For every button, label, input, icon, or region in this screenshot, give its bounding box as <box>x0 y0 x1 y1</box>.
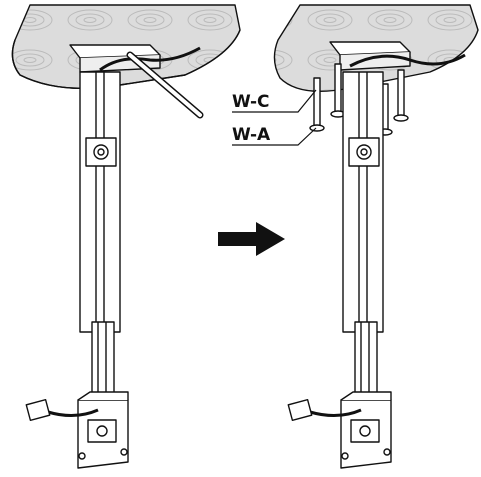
callout-wc: W-C <box>232 89 317 113</box>
left-connector-icon <box>25 398 51 422</box>
right-assembly <box>273 4 479 469</box>
label-wa: W-A <box>232 125 271 145</box>
right-arrow-icon <box>218 222 285 256</box>
left-cable <box>99 46 201 72</box>
screw-wc-left <box>309 77 325 132</box>
callout-wa: W-A <box>232 125 317 146</box>
left-connector-cable <box>47 408 99 417</box>
label-wc: W-C <box>232 92 270 112</box>
left-assembly <box>11 4 241 469</box>
right-cable <box>349 53 466 68</box>
screw-wa-right <box>393 69 409 122</box>
right-outer-tube <box>342 71 384 333</box>
left-outer-tube <box>79 71 121 333</box>
right-connector-cable <box>309 408 362 417</box>
left-inner-tube <box>91 321 115 403</box>
allen-key-icon <box>126 51 204 119</box>
right-connector-icon <box>287 398 313 422</box>
right-inner-tube <box>354 321 378 403</box>
